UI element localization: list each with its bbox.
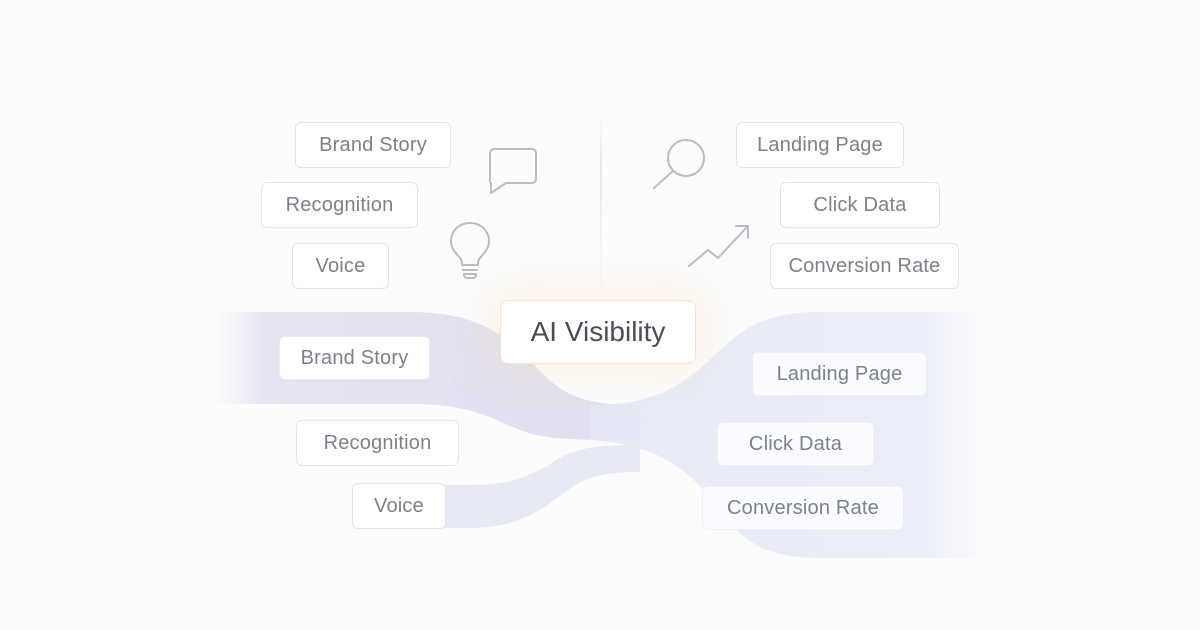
- lightbulb-icon: [449, 221, 491, 279]
- flow-left-lower: [440, 445, 640, 528]
- top-right-conversion-rate[interactable]: Conversion Rate: [770, 243, 959, 289]
- top-right-landing-page[interactable]: Landing Page: [736, 122, 904, 168]
- speech-bubble-icon: [488, 148, 537, 194]
- center-node-ai-visibility[interactable]: AI Visibility: [500, 300, 696, 364]
- top-left-voice[interactable]: Voice: [292, 243, 389, 289]
- top-left-brand-story[interactable]: Brand Story: [295, 122, 451, 168]
- bottom-left-recognition[interactable]: Recognition: [296, 420, 459, 466]
- top-left-recognition[interactable]: Recognition: [261, 182, 418, 228]
- top-right-click-data[interactable]: Click Data: [780, 182, 940, 228]
- magnifier-icon: [653, 139, 705, 189]
- bottom-right-click-data[interactable]: Click Data: [717, 422, 874, 466]
- divider-line: [600, 110, 602, 300]
- trend-arrow-icon: [688, 225, 749, 267]
- bottom-right-landing-page[interactable]: Landing Page: [752, 352, 927, 396]
- bottom-left-brand-story[interactable]: Brand Story: [279, 336, 430, 380]
- bottom-left-voice[interactable]: Voice: [352, 483, 446, 529]
- bottom-right-conversion-rate[interactable]: Conversion Rate: [702, 486, 904, 530]
